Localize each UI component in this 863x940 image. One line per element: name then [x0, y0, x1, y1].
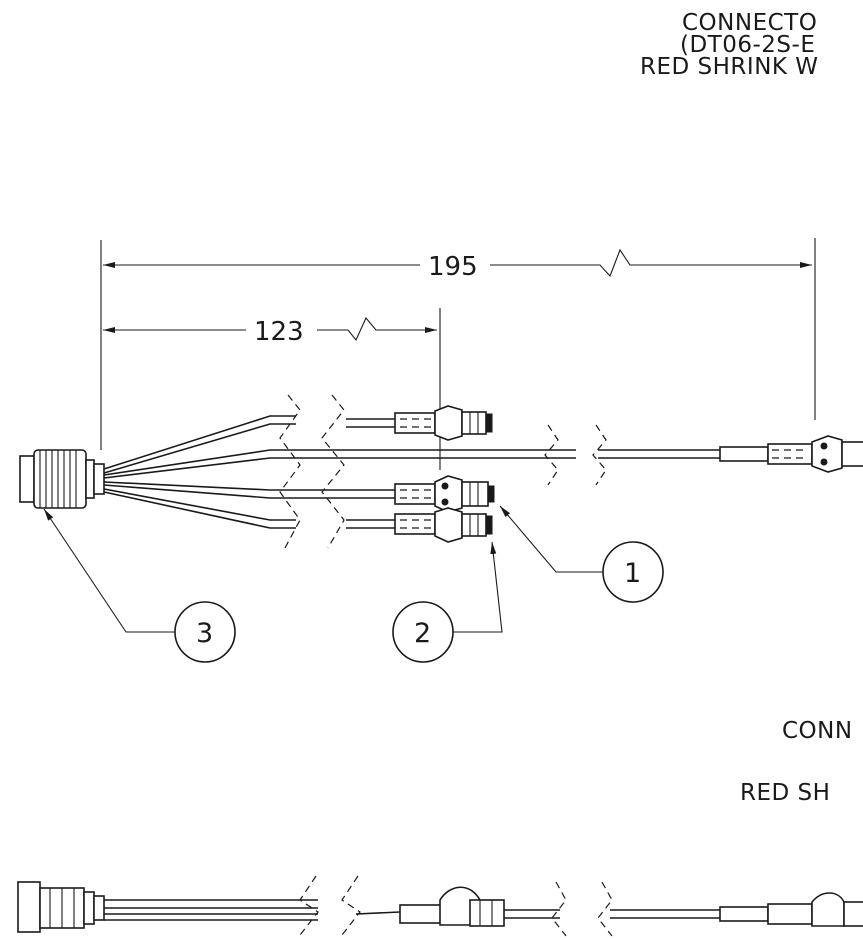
branch-connector-c [346, 507, 493, 543]
circular-connector-top [19, 449, 105, 509]
breakout-wires [103, 415, 296, 529]
dimension-123-label: 123 [254, 317, 304, 347]
connector-note-top: CONNECTO [682, 10, 818, 36]
long-branch [296, 424, 863, 486]
dimension-195-label: 195 [428, 252, 478, 282]
balloon-3-label: 3 [196, 618, 213, 649]
dimension-195: 195 [100, 238, 816, 450]
balloon-1: 1 [499, 505, 664, 603]
branch-connector-a [346, 405, 493, 441]
balloon-3: 3 [43, 508, 236, 663]
branch-connector-b [296, 475, 495, 513]
shrink-note-mid: RED SH [740, 780, 831, 806]
connector-note-mid: CONN [782, 718, 853, 744]
balloon-2: 2 [392, 541, 503, 663]
connector-part-note-top: (DT06-2S-E [680, 32, 816, 58]
break-marks-left [279, 394, 345, 549]
shrink-note-top: RED SHRINK W [640, 54, 819, 80]
side-view-harness [17, 875, 863, 937]
balloon-2-label: 2 [414, 618, 431, 649]
balloon-1-label: 1 [624, 558, 641, 589]
dimension-123: 123 [103, 308, 441, 470]
